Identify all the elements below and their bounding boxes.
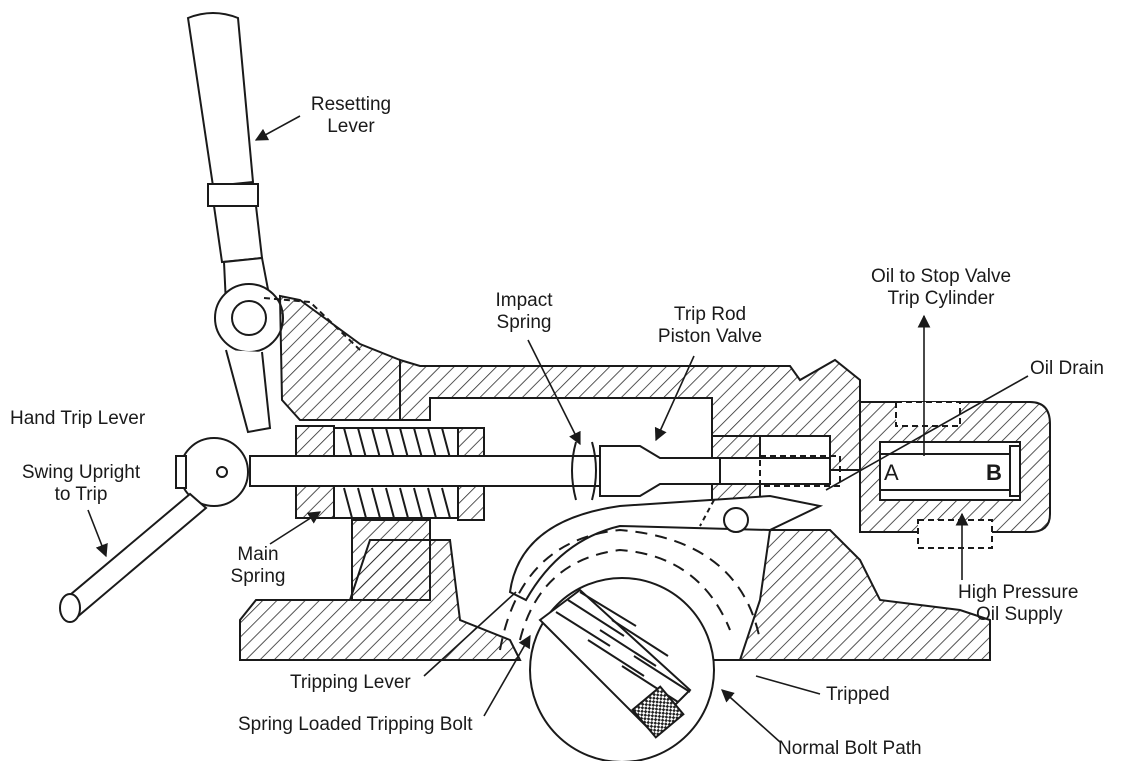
swing-upright-label: Swing Upright to Trip <box>16 462 146 506</box>
oil-to-stop-valve-label: Oil to Stop Valve Trip Cylinder <box>846 266 1036 310</box>
chamber-a-label: A <box>884 460 899 485</box>
high-pressure-label: High Pressure Oil Supply <box>958 582 1078 626</box>
resetting-lever <box>186 12 284 353</box>
leader-lines <box>87 115 1029 743</box>
tripping-lever <box>508 494 824 602</box>
trip-rod-label-line1: Trip Rod <box>673 304 747 325</box>
main-spring-label-line2: Spring <box>230 566 286 587</box>
impact-spring-label: Impact Spring <box>474 290 574 334</box>
resetting-lever-label-line1: Resetting <box>310 94 392 115</box>
bolt-paths <box>499 528 761 651</box>
tripping-bolt <box>529 577 715 761</box>
resetting-lever-label-line2: Lever <box>327 116 375 137</box>
high-pressure-label-line2: Oil Supply <box>976 604 1063 625</box>
tripping-lever-label: Tripping Lever <box>290 672 411 693</box>
trip-rod <box>249 441 1011 501</box>
spring-loaded-bolt-label: Spring Loaded Tripping Bolt <box>238 714 473 735</box>
normal-bolt-path-label: Normal Bolt Path <box>778 738 922 759</box>
swing-upright-label-line1: Swing Upright <box>21 462 141 483</box>
main-spring-label: Main Spring <box>220 544 296 588</box>
swing-upright-label-line2: to Trip <box>54 484 108 505</box>
impact-spring-label-line1: Impact <box>495 290 553 311</box>
chamber-b-label: B <box>986 460 1002 485</box>
tripped-label: Tripped <box>826 684 890 705</box>
impact-spring-label-line2: Spring <box>496 312 552 333</box>
hand-trip-lever-label: Hand Trip Lever <box>10 408 146 429</box>
high-pressure-label-line1: High Pressure <box>958 582 1079 603</box>
oil-to-stop-valve-label-line1: Oil to Stop Valve <box>870 266 1012 287</box>
resetting-lever-label: Resetting Lever <box>296 94 406 138</box>
main-spring-label-line1: Main <box>237 544 279 565</box>
trip-rod-label: Trip Rod Piston Valve <box>640 304 780 348</box>
oil-to-stop-valve-label-line2: Trip Cylinder <box>887 288 995 309</box>
hand-trip-lever <box>59 437 249 623</box>
trip-rod-label-line2: Piston Valve <box>657 326 763 347</box>
oil-drain-label: Oil Drain <box>1030 358 1104 379</box>
